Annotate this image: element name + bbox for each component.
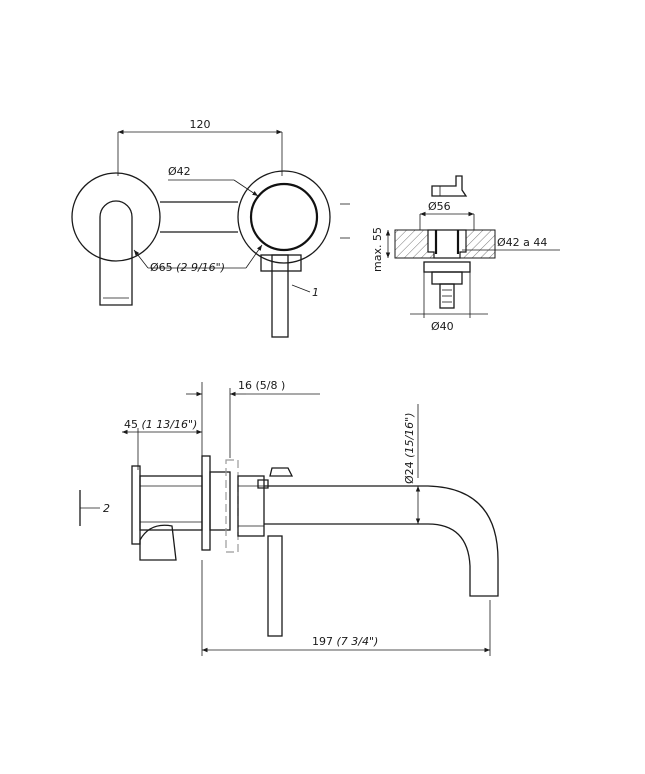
section-view: Ø56 max. 55 Ø42 a 44 Ø40 xyxy=(371,175,560,333)
dim-dia-65: Ø65 (2 9/16") xyxy=(150,261,225,274)
dim-dia-42-44: Ø42 a 44 xyxy=(497,236,547,249)
dim-16: 16 (5/8 ) xyxy=(238,379,285,392)
dim-max-55: max. 55 xyxy=(371,227,384,272)
side-view: 16 (5/8 ) 45 (1 13/16") 2 xyxy=(79,379,499,656)
dim-24: Ø24 (15/16") xyxy=(403,413,416,485)
dim-45: 45 (1 13/16") xyxy=(124,418,197,431)
dim-dia-56: Ø56 xyxy=(428,200,451,213)
dim-dia-40: Ø40 xyxy=(431,320,454,333)
dim-dia-42: Ø42 xyxy=(168,165,191,178)
callout-1: 1 xyxy=(312,286,319,299)
front-view: 120 Ø42 Ø65 (2 9/16") 1 xyxy=(71,118,350,338)
callout-2: 2 xyxy=(103,502,110,515)
dim-197: 197 (7 3/4") xyxy=(312,635,378,648)
dim-width-120: 120 xyxy=(190,118,211,131)
